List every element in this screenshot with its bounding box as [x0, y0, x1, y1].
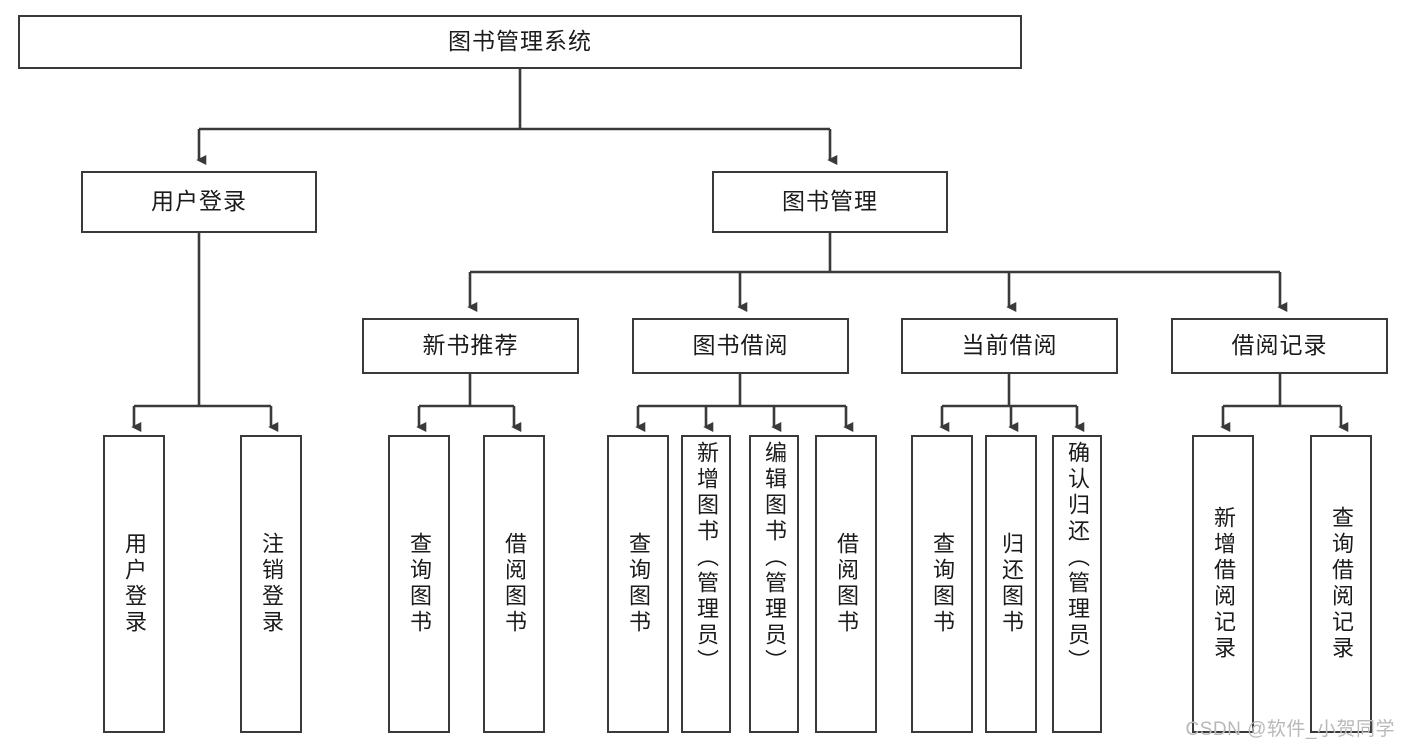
node-book-borrow[interactable]: 图书借阅 [632, 318, 849, 374]
node-user-login-label: 用户登录 [151, 188, 247, 215]
leaf-node-label: 注销登录 [259, 532, 284, 636]
leaf-node-return-book[interactable]: 归还图书 [985, 435, 1037, 733]
leaf-node-add-borrow-record[interactable]: 新增借阅记录 [1192, 435, 1254, 733]
node-root-label: 图书管理系统 [448, 28, 592, 55]
leaf-node-label: 查询图书 [407, 532, 432, 636]
node-user-login[interactable]: 用户登录 [81, 171, 317, 233]
watermark-text: CSDN @软件_小贺同学 [1185, 719, 1395, 740]
leaf-node-query-books-recommend[interactable]: 查询图书 [388, 435, 450, 733]
node-book-borrow-label: 图书借阅 [692, 332, 789, 359]
node-book-management-label: 图书管理 [782, 188, 878, 215]
leaf-node-label: 借阅图书 [502, 532, 527, 636]
leaf-node-label: 确认归还（管理员） [1065, 441, 1090, 675]
node-new-book-recommend-label: 新书推荐 [422, 332, 519, 359]
leaf-node-query-borrow-record[interactable]: 查询借阅记录 [1310, 435, 1372, 733]
leaf-node-label: 查询借阅记录 [1329, 506, 1354, 662]
leaf-node-borrow-books-recommend[interactable]: 借阅图书 [483, 435, 545, 733]
node-new-book-recommend[interactable]: 新书推荐 [362, 318, 579, 374]
node-book-management[interactable]: 图书管理 [712, 171, 948, 233]
leaf-node-label: 查询图书 [626, 532, 651, 636]
leaf-node-logout[interactable]: 注销登录 [240, 435, 302, 733]
leaf-node-query-books-borrow[interactable]: 查询图书 [607, 435, 669, 733]
leaf-node-user-login[interactable]: 用户登录 [103, 435, 165, 733]
leaf-node-label: 编辑图书（管理员） [762, 441, 787, 675]
node-root-system[interactable]: 图书管理系统 [18, 15, 1022, 69]
leaf-node-borrow-book[interactable]: 借阅图书 [815, 435, 877, 733]
leaf-node-query-books-current[interactable]: 查询图书 [911, 435, 973, 733]
leaf-node-label: 借阅图书 [834, 532, 859, 636]
leaf-node-label: 查询图书 [930, 532, 955, 636]
leaf-node-label: 用户登录 [122, 532, 147, 636]
node-borrow-records[interactable]: 借阅记录 [1171, 318, 1388, 374]
leaf-node-label: 归还图书 [999, 532, 1024, 636]
leaf-node-edit-book-admin[interactable]: 编辑图书（管理员） [749, 435, 799, 733]
node-current-borrow-label: 当前借阅 [961, 332, 1058, 359]
leaf-node-confirm-return-admin[interactable]: 确认归还（管理员） [1052, 435, 1102, 733]
leaf-node-label: 新增图书（管理员） [694, 441, 719, 675]
node-borrow-records-label: 借阅记录 [1231, 332, 1328, 359]
node-current-borrow[interactable]: 当前借阅 [901, 318, 1118, 374]
leaf-node-label: 新增借阅记录 [1211, 506, 1236, 662]
leaf-node-add-book-admin[interactable]: 新增图书（管理员） [681, 435, 731, 733]
